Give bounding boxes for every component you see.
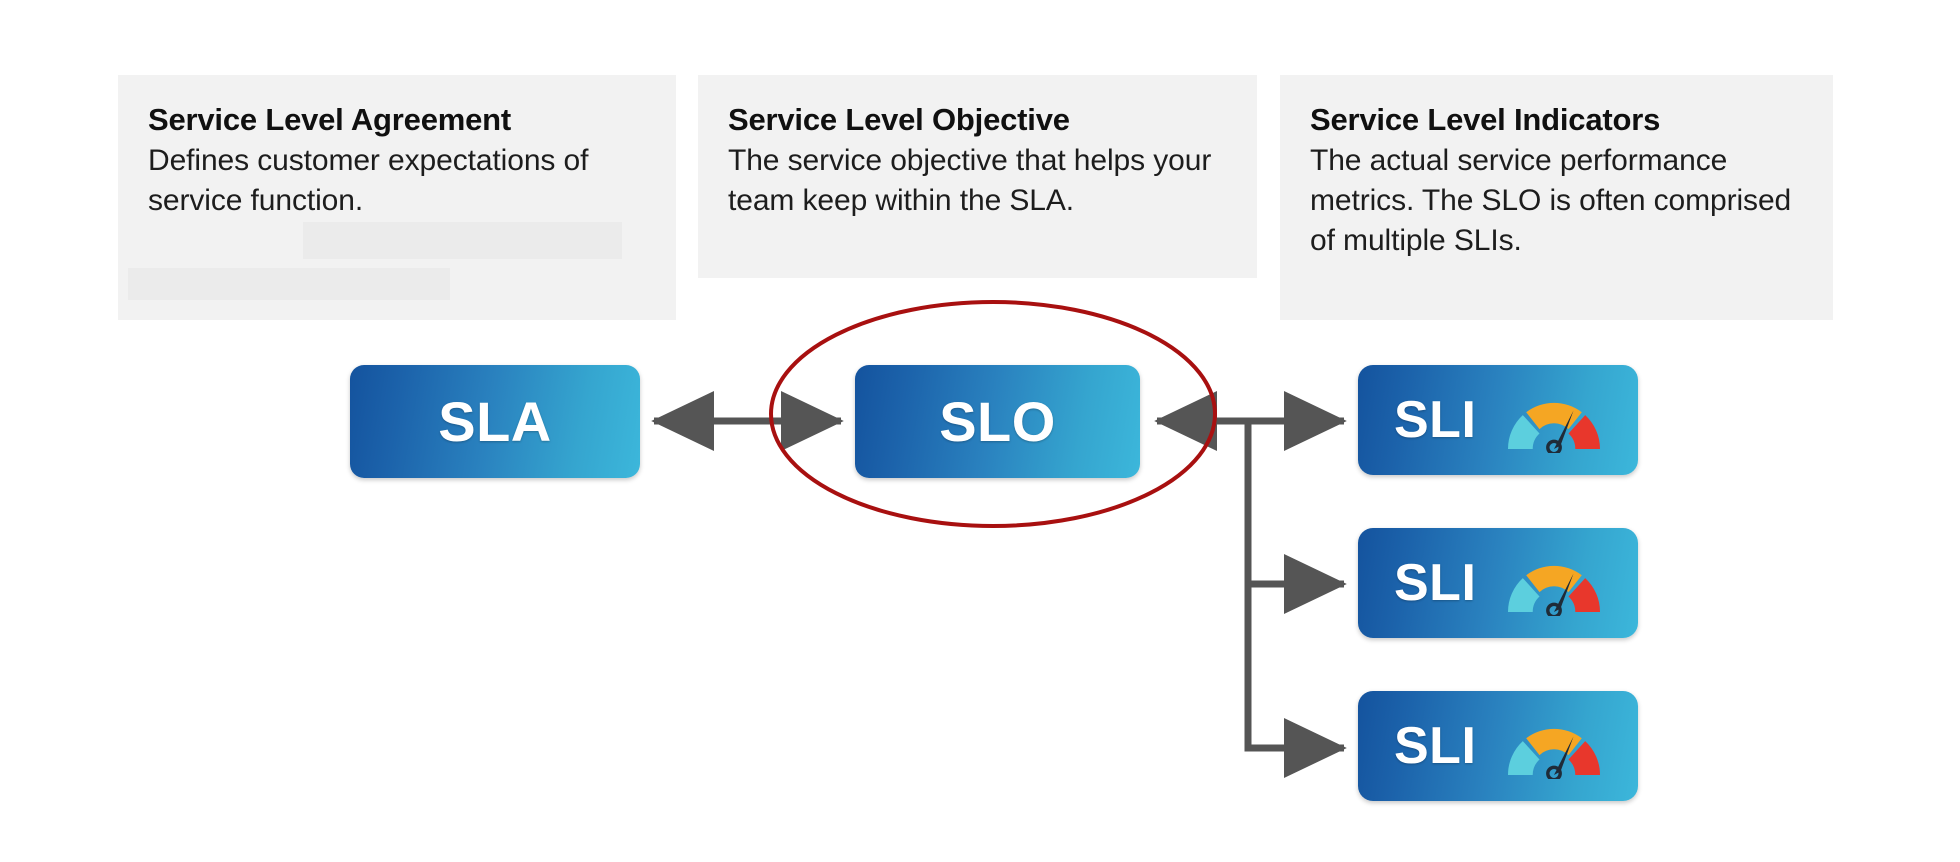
panel-title-sli: Service Level Indicators bbox=[1310, 102, 1661, 137]
node-sli-1-label: SLI bbox=[1394, 391, 1477, 449]
panel-title-slo: Service Level Objective bbox=[728, 102, 1070, 137]
node-sla-label: SLA bbox=[438, 389, 552, 453]
node-sli-2-label: SLI bbox=[1394, 554, 1477, 612]
node-sli-3-label: SLI bbox=[1394, 717, 1477, 775]
panel-service-level-objective: Service Level Objective The service obje… bbox=[698, 75, 1257, 278]
node-sli-2[interactable]: SLI bbox=[1358, 528, 1638, 638]
panel-body-sli: The actual service performance metrics. … bbox=[1310, 144, 1792, 257]
gauge-icon bbox=[1508, 402, 1601, 453]
node-slo[interactable]: SLO bbox=[855, 365, 1140, 478]
node-slo-label: SLO bbox=[939, 389, 1056, 453]
node-sli-1[interactable]: SLI bbox=[1358, 365, 1638, 475]
redaction-block-1 bbox=[303, 222, 622, 259]
panel-service-level-indicators: Service Level Indicators The actual serv… bbox=[1280, 75, 1833, 320]
panel-title-sla: Service Level Agreement bbox=[148, 102, 511, 137]
gauge-icon bbox=[1508, 728, 1601, 779]
node-sla[interactable]: SLA bbox=[350, 365, 640, 478]
redaction-block-2 bbox=[128, 268, 450, 300]
gauge-icon bbox=[1508, 565, 1601, 616]
node-sli-3[interactable]: SLI bbox=[1358, 691, 1638, 801]
panel-body-slo: The service objective that helps your te… bbox=[728, 144, 1212, 217]
panel-body-sla: Defines customer expectations of service… bbox=[148, 144, 589, 217]
